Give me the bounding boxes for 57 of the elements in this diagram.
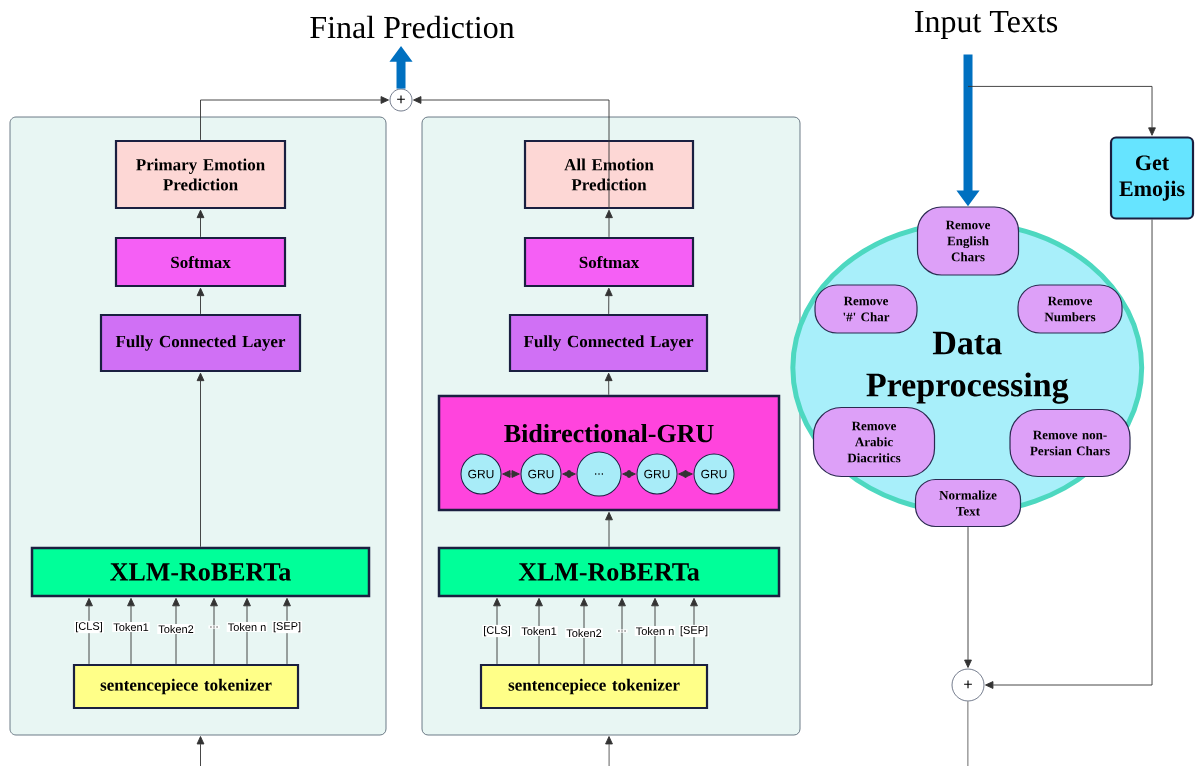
arrow [690,597,698,665]
arrow [622,470,636,478]
edge-label: Token n [634,625,676,637]
arrow [535,597,543,665]
arrow [196,209,205,238]
process-box: Get Emojis [1109,136,1195,220]
arrow [210,597,218,665]
arrow [196,372,205,548]
arrow [605,209,613,238]
edge-label: Token1 [520,625,558,637]
arrow [651,597,659,665]
arrow [967,85,1156,136]
arrow [604,287,613,315]
edge-label: Token n [226,621,268,633]
edge-label: Token2 [157,623,195,635]
arrow [580,597,588,665]
layer-box: Fully Connected Layer [99,313,302,373]
model-box: XLM-RoBERTa [30,546,371,598]
step-pill: Remove '#' Char [814,284,918,334]
title: Input Texts [914,11,1058,39]
tokenizer-box: sentencepiece tokenizer [72,663,300,710]
tokenizer-box: sentencepiece tokenizer [479,663,709,710]
arrow [562,470,576,478]
output-box: Primary Emotion Prediction [114,139,287,210]
arrow [493,597,501,665]
layer-box: Fully Connected Layer [508,313,709,373]
arrow [196,736,205,766]
step-pill: Remove non-Persian Chars [1009,408,1131,478]
arrow [964,526,972,668]
arrow [172,597,180,665]
arrow [85,597,93,665]
arrow [413,96,610,210]
step-pill: Remove English Chars [916,206,1020,276]
edge-label: Token1 [112,621,150,633]
output-box: All Emotion Prediction [523,139,695,210]
arrow [196,287,205,315]
arrow [502,470,520,478]
arrow [985,219,1153,689]
edge-label: ... [616,629,628,633]
arrow [618,597,626,665]
arrow [678,470,693,478]
edge-label: Token2 [565,627,603,639]
arrow [127,597,135,665]
step-pill: Normalize Text [914,478,1022,528]
layer-box: Softmax [114,236,287,288]
arrow [605,511,613,548]
arrow [604,372,613,396]
step-pill: Remove Arabic Diacritics [812,406,936,478]
edge-label: ... [208,625,220,629]
arrow [283,597,291,665]
arrow [243,597,251,665]
arrow [605,736,613,766]
layer-box: Softmax [523,236,695,288]
step-pill: Remove Numbers [1017,284,1123,334]
title: Final Prediction [310,15,515,39]
model-box: XLM-RoBERTa [437,546,781,598]
arrow [200,96,389,141]
